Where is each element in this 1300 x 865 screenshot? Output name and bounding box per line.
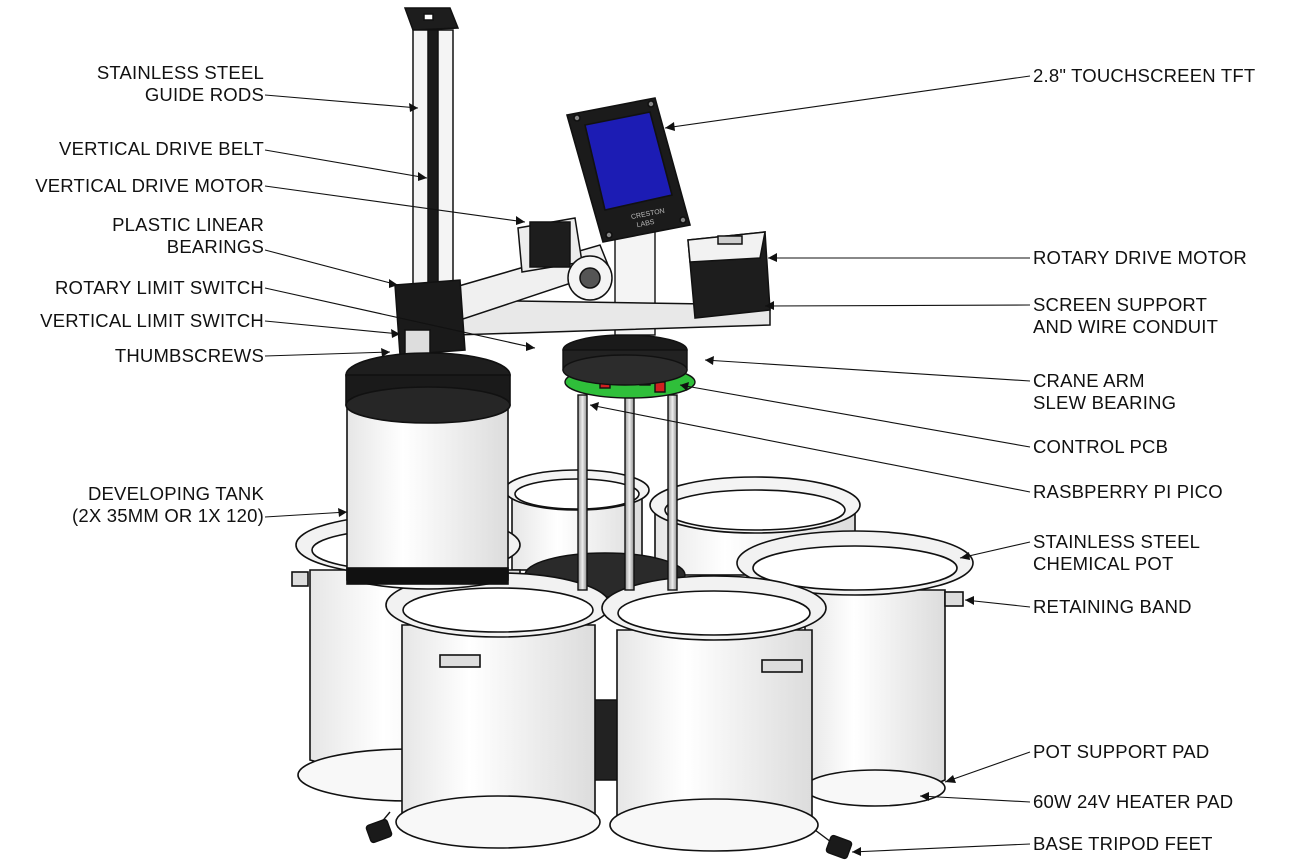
touchscreen-drawing xyxy=(565,97,692,243)
label-tripod-feet: BASE TRIPOD FEET xyxy=(1033,833,1213,855)
label-line: SLEW BEARING xyxy=(1033,392,1177,413)
label-line: SCREEN SUPPORT xyxy=(1033,294,1208,315)
label-developing-tank: DEVELOPING TANK (2X 35MM OR 1X 120) xyxy=(72,483,264,527)
label-drive-belt: VERTICAL DRIVE BELT xyxy=(59,138,264,160)
label-line: RETAINING BAND xyxy=(1033,596,1192,617)
label-line: BEARINGS xyxy=(166,236,264,257)
label-line: PLASTIC LINEAR xyxy=(112,214,264,235)
label-line: 2.8" TOUCHSCREEN TFT xyxy=(1033,65,1256,86)
label-line: RASBPERRY PI PICO xyxy=(1033,481,1223,502)
label-pot-support: POT SUPPORT PAD xyxy=(1033,741,1209,763)
label-line: ROTARY LIMIT SWITCH xyxy=(54,277,264,298)
label-slew-bearing: CRANE ARM SLEW BEARING xyxy=(1033,370,1176,414)
label-line: VERTICAL LIMIT SWITCH xyxy=(40,310,264,331)
label-control-pcb: CONTROL PCB xyxy=(1033,436,1168,458)
label-line: VERTICAL DRIVE MOTOR xyxy=(35,175,264,196)
label-chemical-pot: STAINLESS STEEL CHEMICAL POT xyxy=(1033,531,1200,575)
label-line: 60W 24V HEATER PAD xyxy=(1033,791,1234,812)
label-line: POT SUPPORT PAD xyxy=(1033,741,1210,762)
label-linear-bearings: PLASTIC LINEAR BEARINGS xyxy=(112,214,264,258)
label-drive-motor: VERTICAL DRIVE MOTOR xyxy=(35,175,264,197)
back-pot-center xyxy=(504,469,650,571)
developing-tank-drawing xyxy=(345,352,511,590)
label-line: CHEMICAL POT xyxy=(1033,553,1174,574)
label-line: STAINLESS STEEL xyxy=(96,62,264,83)
label-line: BASE TRIPOD FEET xyxy=(1033,833,1213,854)
center-column xyxy=(562,224,696,591)
label-line: CONTROL PCB xyxy=(1033,436,1169,457)
screen-logo-line-2: LABS xyxy=(636,219,655,229)
label-rotary-motor: ROTARY DRIVE MOTOR xyxy=(1033,247,1247,269)
label-guide-rods: STAINLESS STEEL GUIDE RODS xyxy=(97,62,264,106)
label-screen-support: SCREEN SUPPORT AND WIRE CONDUIT xyxy=(1033,294,1218,338)
label-retaining-band: RETAINING BAND xyxy=(1033,596,1192,618)
label-line: STAINLESS STEEL xyxy=(1033,531,1201,552)
label-line: ROTARY DRIVE MOTOR xyxy=(1033,247,1247,268)
label-rotary-limit: ROTARY LIMIT SWITCH xyxy=(55,277,264,299)
leader-lines-left xyxy=(264,94,536,518)
pot-front-right xyxy=(601,575,827,852)
label-line: GUIDE RODS xyxy=(144,84,264,105)
label-vertical-limit: VERTICAL LIMIT SWITCH xyxy=(40,310,264,332)
leader-lines-right xyxy=(589,75,1031,853)
pot-front-left xyxy=(385,572,611,849)
label-line: VERTICAL DRIVE BELT xyxy=(59,138,264,159)
label-line: AND WIRE CONDUIT xyxy=(1033,316,1219,337)
arrowheads-right xyxy=(590,122,974,856)
label-line: CRANE ARM xyxy=(1033,370,1145,391)
tripod-feet-drawing xyxy=(365,811,853,860)
arrowheads-left xyxy=(338,103,535,517)
label-line: DEVELOPING TANK xyxy=(87,483,264,504)
label-thumbscrews: THUMBSCREWS xyxy=(115,345,264,367)
label-heater-pad: 60W 24V HEATER PAD xyxy=(1033,791,1233,813)
label-pico: RASBPERRY PI PICO xyxy=(1033,481,1223,503)
label-line: (2X 35MM OR 1X 120) xyxy=(72,505,264,526)
label-touchscreen: 2.8" TOUCHSCREEN TFT xyxy=(1033,65,1255,87)
vertical-rail xyxy=(394,7,466,361)
crane-arm xyxy=(443,217,771,336)
label-line: THUMBSCREWS xyxy=(114,345,264,366)
pot-right xyxy=(736,530,974,807)
